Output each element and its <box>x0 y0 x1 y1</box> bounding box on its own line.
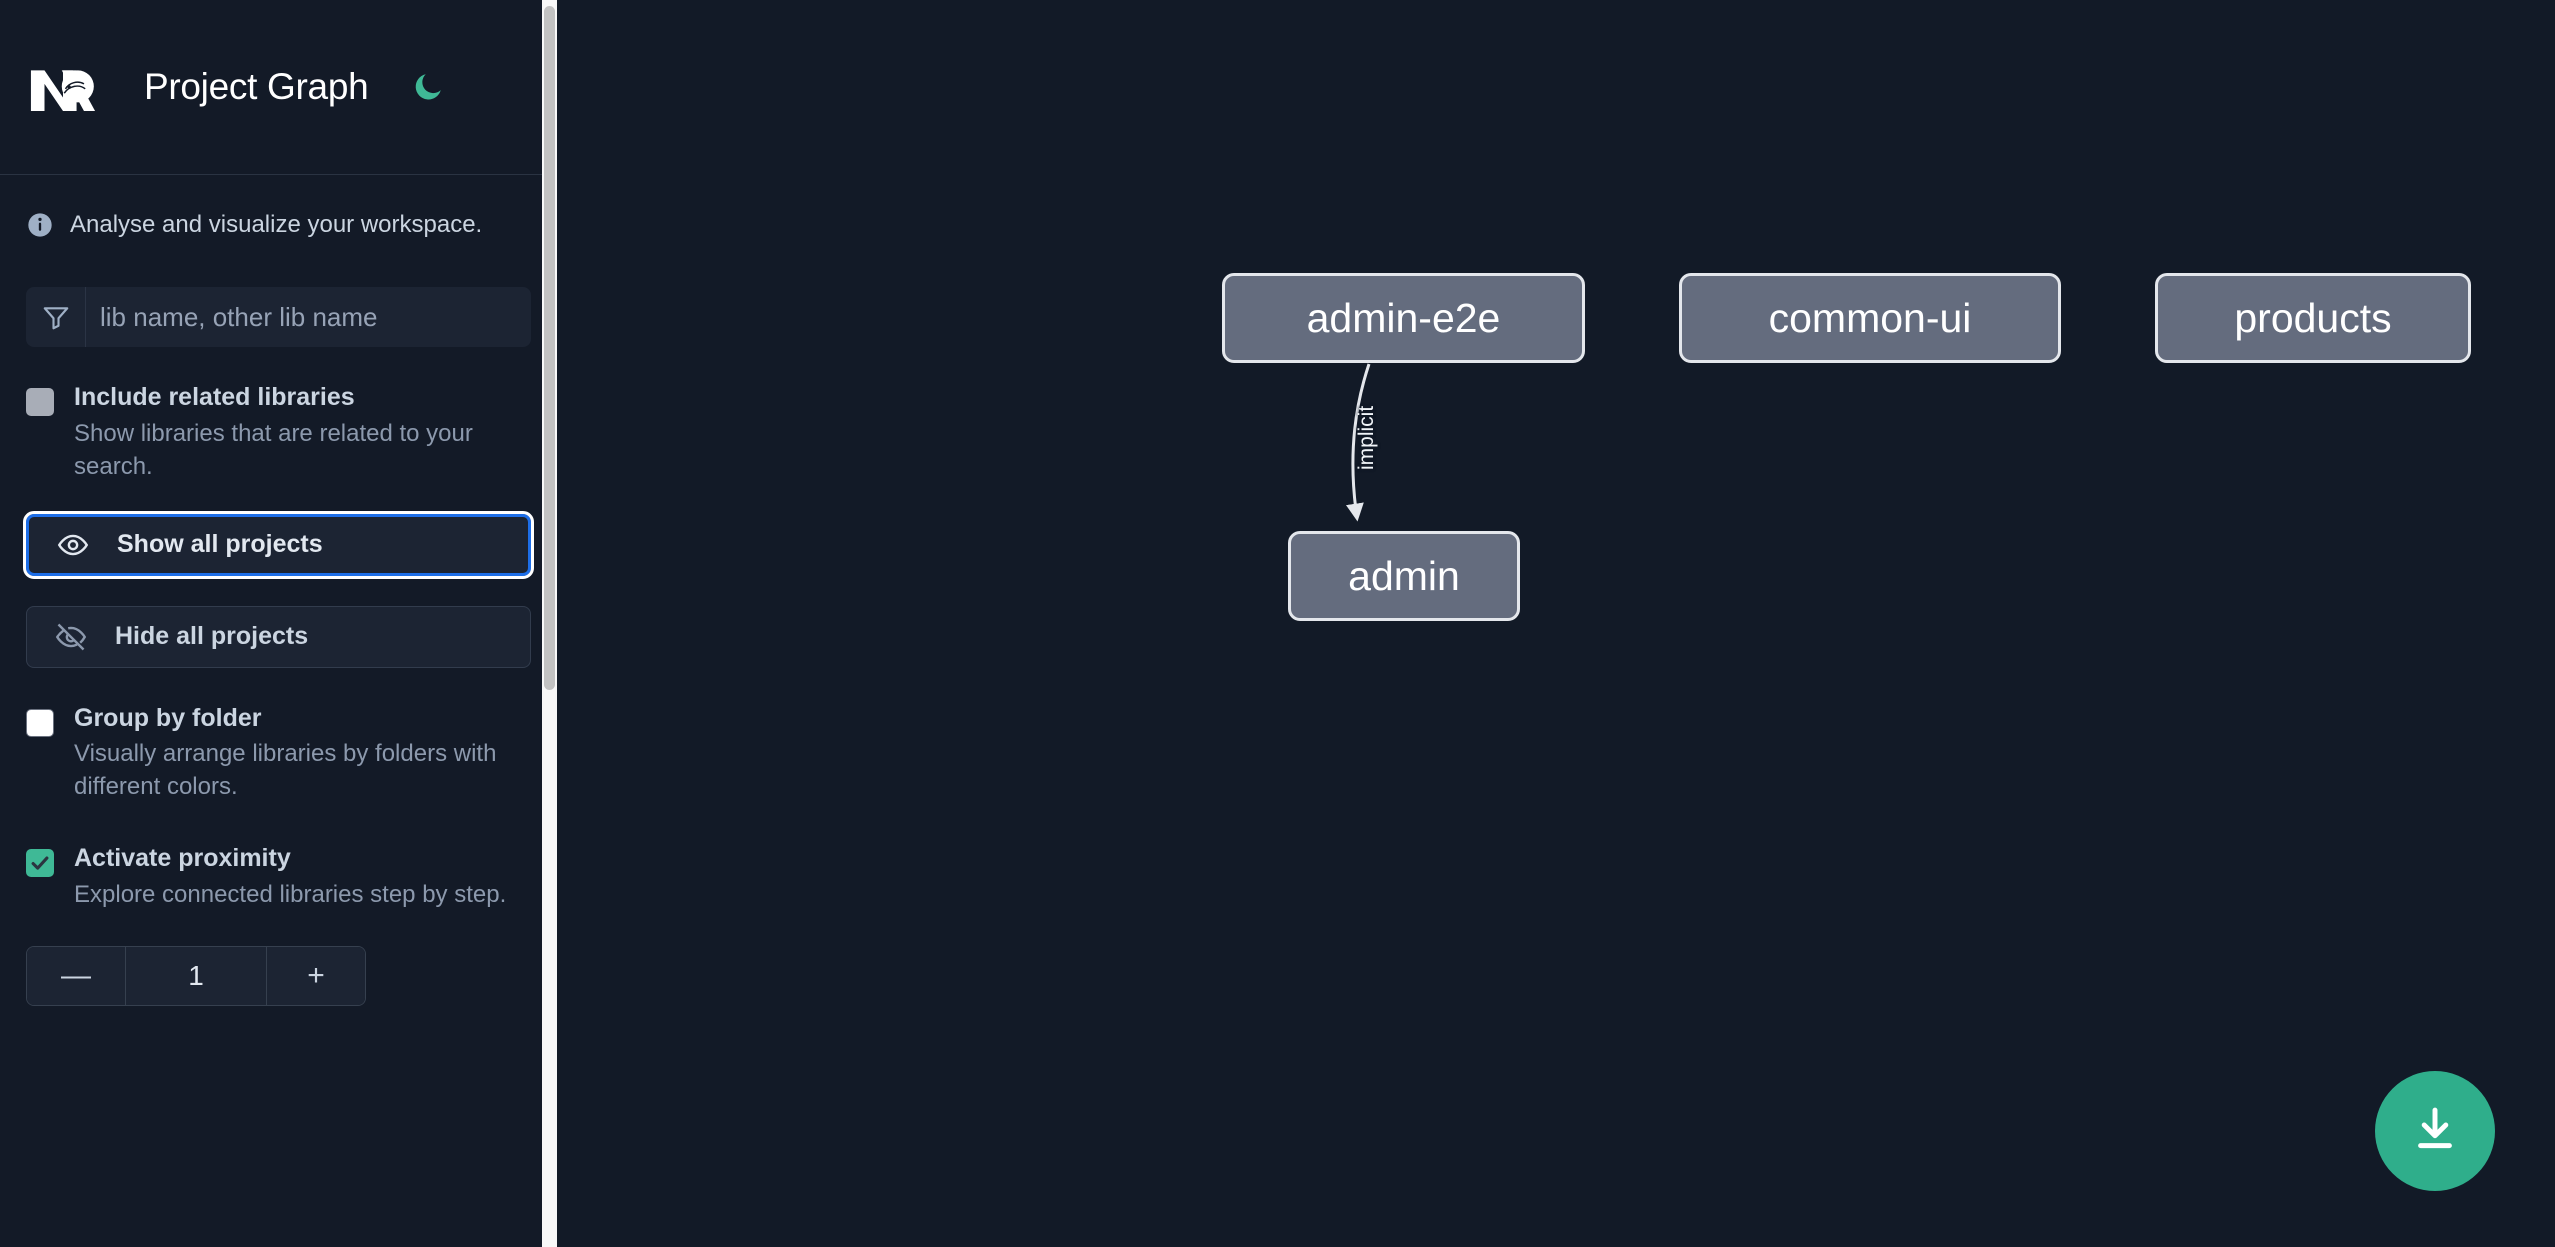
edge-label-admin-e2e-admin: implicit <box>1355 405 1378 470</box>
option-description: Explore connected libraries step by step… <box>74 880 507 908</box>
sidebar-body: Analyse and visualize your workspace. In… <box>0 175 557 1006</box>
sidebar: Project Graph Analyse and visualize your… <box>0 0 557 1247</box>
option-description: Show libraries that are related to your … <box>74 419 473 480</box>
sidebar-scrollbar[interactable] <box>542 0 557 1247</box>
workspace-info-text: Analyse and visualize your workspace. <box>70 211 483 238</box>
funnel-icon <box>26 287 86 347</box>
page-title: Project Graph <box>144 66 369 107</box>
sidebar-scrollbar-thumb[interactable] <box>544 6 555 690</box>
graph-edges <box>1346 363 1371 522</box>
hide-all-projects-button[interactable]: Hide all projects <box>26 605 531 668</box>
option-description: Visually arrange libraries by folders wi… <box>74 740 497 801</box>
sidebar-header: Project Graph <box>0 0 557 175</box>
option-label: Activate proximity <box>74 844 291 872</box>
option-activate-proximity[interactable]: Activate proximity Explore connected lib… <box>26 844 531 912</box>
graph-canvas[interactable]: implicit implicit admin-e2e common-ui pr… <box>557 0 2555 1247</box>
filter-bar <box>26 287 531 347</box>
proximity-increment-button[interactable]: + <box>267 946 365 1005</box>
graph-node-admin-e2e[interactable]: admin-e2e <box>1222 273 1585 363</box>
download-graph-button[interactable] <box>2375 1071 2495 1191</box>
hide-all-projects-label: Hide all projects <box>115 622 309 650</box>
eye-icon <box>57 528 91 562</box>
proximity-decrement-button[interactable]: — <box>27 946 125 1005</box>
nx-logo-icon <box>26 58 100 116</box>
group-by-folder-checkbox[interactable] <box>26 708 54 737</box>
option-group-by-folder[interactable]: Group by folder Visually arrange librari… <box>26 704 531 805</box>
moon-icon[interactable] <box>408 67 448 107</box>
graph-node-products[interactable]: products <box>2155 273 2471 363</box>
graph-node-admin[interactable]: admin <box>1288 531 1520 621</box>
option-label: Include related libraries <box>74 383 355 411</box>
info-icon <box>26 211 54 239</box>
option-include-related-libraries[interactable]: Include related libraries Show libraries… <box>26 383 531 484</box>
activate-proximity-checkbox[interactable] <box>26 849 54 877</box>
proximity-stepper: — 1 + <box>26 945 366 1006</box>
search-input[interactable] <box>86 287 531 347</box>
show-all-projects-button[interactable]: Show all projects <box>23 510 534 579</box>
show-all-projects-label: Show all projects <box>117 530 323 558</box>
eye-off-icon <box>55 620 89 654</box>
download-icon <box>2408 1102 2462 1161</box>
option-label: Group by folder <box>74 703 262 732</box>
graph-node-common-ui[interactable]: common-ui <box>1679 273 2061 363</box>
workspace-info: Analyse and visualize your workspace. <box>26 175 531 239</box>
include-related-libraries-checkbox[interactable] <box>26 388 54 416</box>
proximity-value: 1 <box>125 946 267 1005</box>
